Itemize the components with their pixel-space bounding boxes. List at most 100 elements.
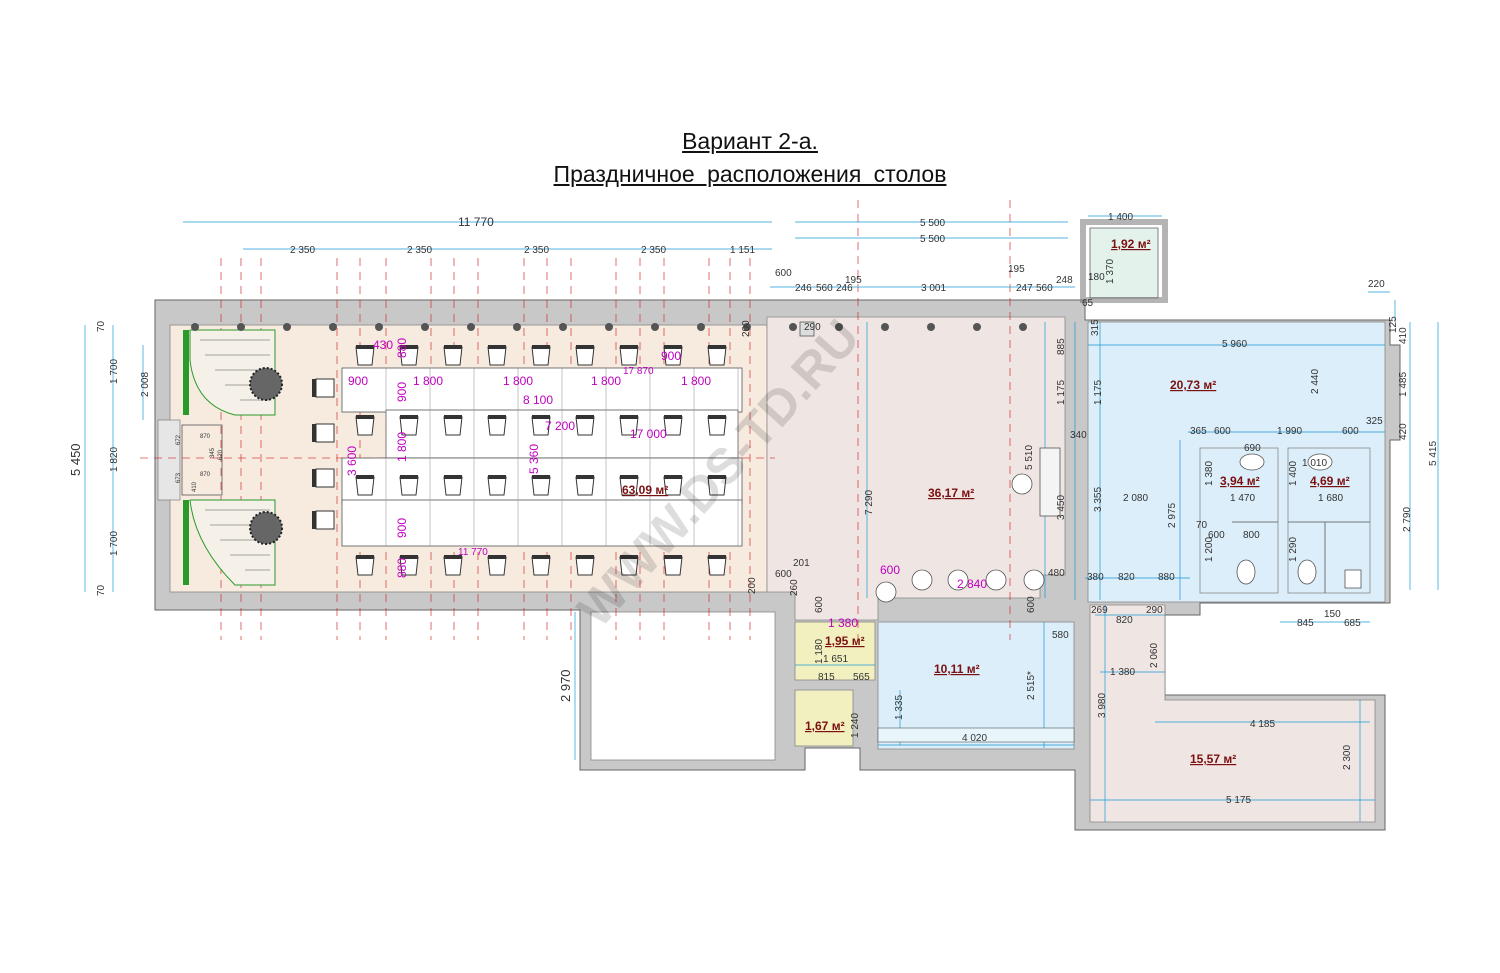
dim-315: 315 — [1090, 319, 1101, 336]
sink-2 — [1307, 453, 1333, 471]
dim-1175-a: 1 175 — [1056, 380, 1067, 405]
area-hall: 63,09 м² — [622, 483, 668, 497]
chair — [707, 555, 727, 576]
dim-3450: 3 450 — [1056, 495, 1067, 520]
dim-800: 800 — [1243, 530, 1260, 541]
dim-195-b: 195 — [1008, 264, 1025, 275]
wall-lamp — [191, 323, 199, 331]
dim-5415: 5 415 — [1428, 441, 1439, 466]
dim-65: 65 — [1082, 298, 1094, 309]
wall-lamp — [513, 323, 521, 331]
dim-600-b: 600 — [1214, 426, 1231, 437]
area-lobby: 36,17 м² — [928, 486, 974, 500]
dimension-lines — [84, 215, 1439, 822]
area-labels: 63,09 м² 36,17 м² 1,92 м² 20,73 м² 3,94 … — [622, 237, 1350, 766]
chair — [487, 555, 507, 576]
dim-left-1700-a: 1 700 — [109, 359, 120, 384]
south-void — [590, 611, 776, 761]
dim-600-c: 600 — [1342, 426, 1359, 437]
chair — [663, 475, 683, 496]
area-storage2: 1,67 м² — [805, 719, 845, 733]
dim-70: 70 — [1196, 520, 1208, 531]
dim-560-b: 560 — [1036, 283, 1053, 294]
chair — [355, 345, 375, 366]
dim-420: 420 — [1398, 423, 1409, 440]
dim-200-a: 200 — [741, 320, 752, 337]
chair — [399, 555, 419, 576]
dim-560-a: 560 — [816, 283, 833, 294]
dim-340: 340 — [1070, 430, 1087, 441]
wall-lamp — [421, 323, 429, 331]
plant-top — [249, 367, 283, 401]
wall-lamp — [927, 323, 935, 331]
dim-1990: 1 990 — [1277, 426, 1302, 437]
dim-220: 220 — [1368, 279, 1385, 290]
dim-410: 410 — [1398, 327, 1409, 344]
lobby-furniture — [799, 321, 1061, 603]
wall-lamp — [375, 323, 383, 331]
toilet-1 — [1236, 559, 1256, 585]
dim-600-e: 600 — [775, 569, 792, 580]
room-floors — [157, 227, 1386, 823]
mag-17870: 17 870 — [623, 366, 654, 377]
kitchen-counter — [877, 727, 1075, 743]
chair — [531, 475, 551, 496]
chair — [399, 475, 419, 496]
dim-5175: 5 175 — [1226, 795, 1251, 806]
mag-880-bottom: 880 — [395, 558, 409, 578]
axis-lines — [140, 200, 1011, 640]
dim-left-70-a: 70 — [96, 320, 107, 332]
dim-5960: 5 960 — [1222, 339, 1247, 350]
area-storage1: 1,95 м² — [825, 634, 865, 648]
dim-left-70-b: 70 — [96, 584, 107, 596]
dim-left-1820: 1 820 — [109, 447, 120, 472]
hall-interior — [181, 329, 283, 586]
banquet-table — [341, 499, 743, 547]
area-kitchen: 10,11 м² — [934, 662, 980, 676]
chair — [443, 345, 463, 366]
dim-600-f: 600 — [814, 596, 825, 613]
dim-620: 620 — [218, 449, 224, 460]
chair — [312, 510, 335, 530]
urinal — [1344, 569, 1362, 589]
dim-2440: 2 440 — [1310, 369, 1321, 394]
dim-2060: 2 060 — [1149, 643, 1160, 668]
dim-815: 815 — [818, 672, 835, 683]
mag-900-v1: 900 — [395, 382, 409, 402]
chair — [531, 555, 551, 576]
dim-2080: 2 080 — [1123, 493, 1148, 504]
chair — [663, 555, 683, 576]
area-wc1: 3,94 м² — [1220, 474, 1260, 488]
mag-1800-1: 1 800 — [413, 374, 443, 388]
mag-8100: 8 100 — [523, 393, 553, 407]
dim-2790: 2 790 — [1402, 507, 1413, 532]
chair — [399, 415, 419, 436]
dim-246-a: 246 — [795, 283, 812, 294]
mag-3600: 3 600 — [345, 446, 359, 476]
dim-1370: 1 370 — [1105, 259, 1116, 284]
dim-201: 201 — [793, 558, 810, 569]
wall-lamp — [559, 323, 567, 331]
mag-2840: 2 840 — [957, 577, 987, 591]
wall-lamp — [329, 323, 337, 331]
banquet-chairs — [312, 345, 727, 576]
dim-1680: 1 680 — [1318, 493, 1343, 504]
dim-2350-a: 2 350 — [290, 245, 315, 256]
dim-left-1700-b: 1 700 — [109, 531, 120, 556]
dim-290: 290 — [804, 322, 821, 333]
wall-lamp — [237, 323, 245, 331]
chair — [487, 345, 507, 366]
dim-5500-a: 5 500 — [920, 218, 945, 229]
dim-125: 125 — [1388, 316, 1399, 333]
dim-380: 380 — [1087, 572, 1104, 583]
mag-900-left: 900 — [348, 374, 368, 388]
plan-title-line2: Праздничное расположения столов — [553, 161, 947, 187]
dim-2975: 2 975 — [1167, 503, 1178, 528]
chair — [707, 475, 727, 496]
dim-880: 880 — [1158, 572, 1175, 583]
dim-820-a: 820 — [1118, 572, 1135, 583]
mag-7200: 7 200 — [545, 419, 575, 433]
dim-885: 885 — [1056, 338, 1067, 355]
mag-1800-3: 1 800 — [591, 374, 621, 388]
lobby-counter — [1039, 447, 1061, 517]
